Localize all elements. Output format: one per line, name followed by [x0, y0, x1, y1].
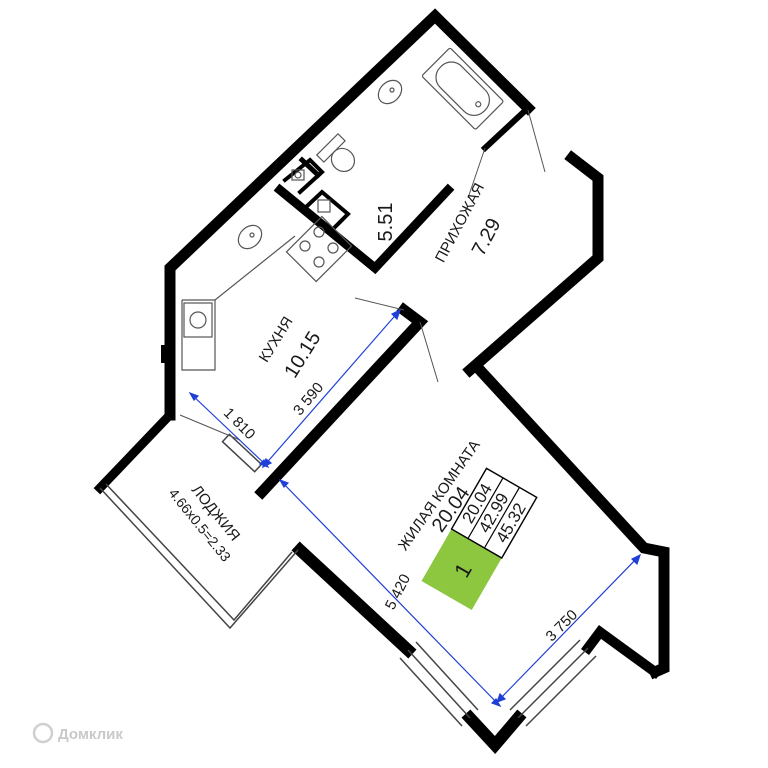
- watermark: Домклик: [32, 722, 123, 744]
- dim-line-loggia-side: [189, 392, 269, 468]
- kitchen-sink: [237, 224, 263, 250]
- door-swings: [179, 109, 546, 441]
- watermark-logo-icon: [32, 722, 54, 744]
- wall-entrance-right: [462, 150, 604, 378]
- wall-shaft-2: [302, 189, 351, 235]
- living-window-right: [517, 647, 589, 719]
- wall-living-right: [470, 360, 670, 680]
- dim-living-length: 5 420: [382, 571, 414, 612]
- windows: [99, 433, 597, 727]
- wall-bump: [161, 345, 170, 363]
- wall-living-left: [291, 541, 417, 659]
- stove: [285, 215, 353, 283]
- dim-living-width: 3 750: [543, 607, 582, 646]
- walls: [93, 8, 670, 755]
- loggia-door: [221, 433, 263, 473]
- watermark-text: Домклик: [58, 726, 123, 743]
- toilet: [315, 132, 356, 173]
- living-window-left: [407, 649, 471, 719]
- outer-wall-northwest: [164, 8, 536, 421]
- dim-line-living-length: [279, 479, 501, 707]
- area-summary: 1 20.04 42.99 45.32: [421, 467, 538, 610]
- wall-bottom-corner: [461, 709, 527, 755]
- washer: [183, 302, 213, 338]
- wall-loggia-left: [93, 413, 172, 495]
- bath-sink: [377, 79, 403, 105]
- fixtures: [181, 47, 504, 371]
- wall-bath-partition: [273, 183, 455, 275]
- dim-line-kitchen-width: [262, 309, 401, 468]
- wall-bay: [581, 625, 662, 679]
- dim-line-living-width: [496, 554, 641, 703]
- loggia-window: [99, 487, 299, 630]
- bathtub: [421, 47, 504, 130]
- dimension-lines: [188, 308, 642, 708]
- rooms-count-badge: [421, 529, 502, 610]
- room-label-entrance-area: 7.29: [468, 215, 506, 260]
- room-label-bathroom-area: 5.51: [375, 203, 397, 242]
- wall-bath-right: [480, 103, 533, 153]
